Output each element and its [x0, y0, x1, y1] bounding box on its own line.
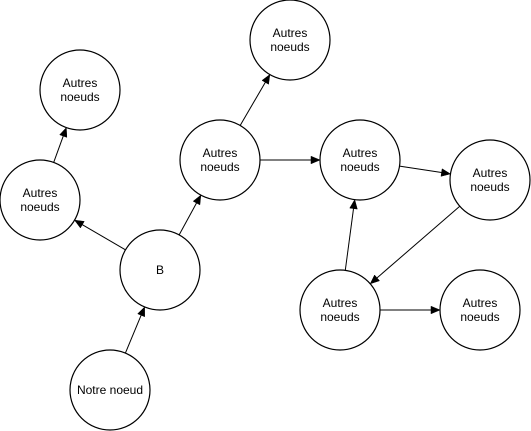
- arrowhead-icon: [430, 305, 441, 315]
- node-label: Autres: [203, 146, 238, 160]
- edge-n_left-to-n_top_left: [53, 126, 68, 163]
- node-label: Autres: [323, 296, 358, 310]
- node-label: noeuds: [470, 180, 509, 194]
- node-label: noeuds: [270, 40, 309, 54]
- node-label: noeuds: [340, 160, 379, 174]
- arrowhead-icon: [440, 168, 452, 177]
- node-circle: [439, 269, 521, 351]
- node-circle: [39, 49, 121, 131]
- node-label: Autres: [473, 166, 508, 180]
- edge-line: [239, 82, 266, 126]
- node-label: B: [156, 263, 164, 277]
- node-circle: [299, 269, 381, 351]
- edge-line: [399, 165, 442, 174]
- edge-b-to-n_left: [73, 219, 126, 251]
- arrowhead-icon: [137, 306, 145, 318]
- arrowhead-icon: [349, 199, 358, 210]
- arrowhead-icon: [59, 126, 68, 138]
- node-label: Autres: [343, 146, 378, 160]
- edges-layer: [53, 73, 461, 354]
- node-circle: [179, 119, 261, 201]
- node-label: noeuds: [200, 160, 239, 174]
- node-label: Autres: [273, 26, 308, 40]
- node-notre[interactable]: Notre noeud: [69, 349, 151, 431]
- edge-line: [376, 205, 461, 279]
- edge-n_low_mid-to-n_low_right: [380, 305, 441, 315]
- node-label: Autres: [23, 186, 58, 200]
- edge-line: [53, 135, 64, 163]
- edge-line: [344, 208, 355, 271]
- node-circle: [249, 0, 331, 81]
- arrowhead-icon: [192, 194, 202, 206]
- node-label: noeuds: [460, 310, 499, 324]
- edge-line: [82, 224, 126, 251]
- arrowhead-icon: [369, 274, 380, 285]
- node-label: Autres: [463, 296, 498, 310]
- node-label: noeuds: [20, 200, 59, 214]
- edge-notre-to-b: [124, 306, 145, 354]
- arrowhead-icon: [261, 73, 271, 85]
- edge-line: [178, 202, 197, 236]
- node-b[interactable]: B: [119, 229, 201, 311]
- node-circle: [449, 139, 531, 221]
- edge-n_center-to-n_right: [399, 165, 452, 177]
- edge-line: [124, 315, 142, 354]
- edge-n_right-to-n_low_mid: [369, 205, 461, 285]
- node-label: Notre noeud: [77, 383, 143, 397]
- edge-n_mid-to-n_center: [260, 155, 321, 165]
- edge-n_mid-to-n_top_mid: [239, 73, 271, 126]
- edge-b-to-n_mid: [178, 194, 202, 236]
- edge-n_low_mid-to-n_center: [344, 199, 358, 271]
- node-circle: [319, 119, 401, 201]
- arrowhead-icon: [310, 155, 321, 165]
- node-label: Autres: [63, 76, 98, 90]
- node-circle: [69, 349, 151, 431]
- node-circle: [119, 229, 201, 311]
- arrowhead-icon: [73, 219, 85, 229]
- node-circle: [0, 159, 81, 241]
- node-label: noeuds: [320, 310, 359, 324]
- node-label: noeuds: [60, 90, 99, 104]
